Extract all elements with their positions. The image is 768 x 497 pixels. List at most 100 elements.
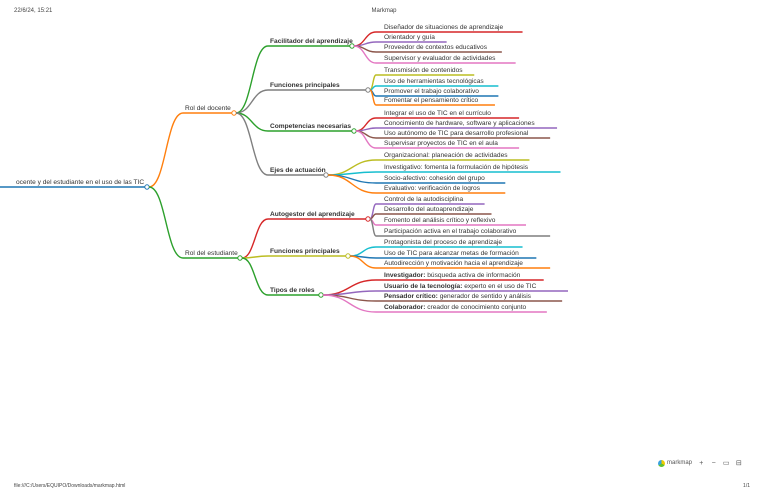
leaf-node[interactable]: Colaborador: creador de conocimiento con… [384, 304, 527, 311]
leaf-link [322, 290, 377, 296]
subtopic-toggle-dot[interactable] [345, 253, 351, 259]
branch-node[interactable]: Rol del estudiante [185, 250, 238, 257]
leaf-node[interactable]: Fomento del análisis crítico y reflexivo [384, 217, 496, 224]
branch-link [148, 186, 184, 259]
print-file-path: file:///C:/Users/EQUIPO/Downloads/markma… [14, 483, 126, 489]
leaf-node[interactable]: Pensador crítico: generador de sentido y… [384, 293, 532, 300]
leaf-node[interactable]: Proveedor de contextos educativos [384, 44, 488, 51]
subtopic-node[interactable]: Autogestor del aprendizaje [270, 211, 355, 218]
subtopic-node[interactable]: Tipos de roles [270, 287, 315, 294]
leaf-link [369, 218, 377, 237]
leaf-node-text: creador de conocimiento conjunto [425, 304, 526, 311]
leaf-node[interactable]: Socio-afectivo: cohesión del grupo [384, 175, 485, 182]
markmap-logo-icon [658, 459, 665, 467]
leaf-node-text: generador de sentido y análisis [438, 293, 532, 300]
leaf-node-text: Fomentar el pensamiento crítico [384, 97, 479, 104]
leaf-node[interactable]: Autodirección y motivación hacia el apre… [384, 260, 523, 267]
leaf-node-text: Integrar el uso de TIC en el currículo [384, 110, 491, 117]
leaf-node[interactable]: Supervisar proyectos de TIC en el aula [384, 140, 498, 147]
leaf-node-text: Proveedor de contextos educativos [384, 44, 488, 51]
leaf-node[interactable]: Investigador: búsqueda activa de informa… [384, 272, 521, 279]
leaf-node[interactable]: Diseñador de situaciones de aprendizaje [384, 24, 503, 31]
leaf-link [349, 255, 377, 269]
leaf-link [369, 89, 377, 106]
leaf-node[interactable]: Fomentar el pensamiento crítico [384, 97, 479, 104]
branch-toggle-dot[interactable] [237, 255, 243, 261]
leaf-node[interactable]: Control de la autodisciplina [384, 196, 464, 203]
leaf-link [327, 174, 377, 194]
branch-node[interactable]: Rol del docente [185, 105, 231, 112]
root-toggle-dot[interactable] [144, 184, 150, 190]
leaf-node-title: Colaborador: [384, 304, 425, 311]
subtopic-toggle-dot[interactable] [318, 292, 324, 298]
leaf-node[interactable]: Uso autónomo de TIC para desarrollo prof… [384, 130, 529, 137]
zoom-out-button[interactable]: − [711, 459, 716, 467]
leaf-node-title: Pensador crítico: [384, 293, 438, 300]
mindmap-root-node[interactable]: ocente y del estudiante en el uso de las… [16, 179, 144, 186]
leaf-node[interactable]: Organizacional: planeación de actividade… [384, 152, 508, 159]
fit-window-button[interactable]: ▭ [722, 460, 730, 467]
markmap-logo[interactable]: markmap [658, 459, 693, 467]
subtopic-toggle-dot[interactable] [351, 128, 357, 134]
subtopic-node[interactable]: Funciones principales [270, 82, 340, 89]
markmap-brand: markmap [667, 460, 693, 466]
zoom-in-button[interactable]: + [699, 459, 704, 467]
leaf-node[interactable]: Supervisor y evaluador de actividades [384, 55, 496, 62]
leaf-node[interactable]: Conocimiento de hardware, software y apl… [384, 120, 535, 127]
leaf-node[interactable]: Evaluativo: verificación de logros [384, 185, 481, 192]
leaf-node-text: Conocimiento de hardware, software y apl… [384, 120, 535, 127]
leaf-node-text: experto en el uso de TIC [462, 283, 536, 290]
leaf-node-text: Orientador y guía [384, 34, 435, 41]
leaf-node-text: búsqueda activa de información [425, 272, 520, 279]
markmap-toolbar: markmap + − ▭ ⊟ [658, 456, 742, 470]
leaf-node-text: Supervisor y evaluador de actividades [384, 55, 496, 62]
toggle-recursive-button[interactable]: ⊟ [735, 460, 742, 467]
leaf-node-title: Investigador: [384, 272, 425, 279]
subtopic-toggle-dot[interactable] [349, 43, 355, 49]
leaf-node[interactable]: Uso de herramientas tecnológicas [384, 78, 484, 85]
leaf-node[interactable]: Promover el trabajo colaborativo [384, 88, 479, 95]
leaf-node-title: Usuario de la tecnología: [384, 283, 462, 290]
leaf-node-text: Desarrollo del autoaprendizaje [384, 206, 474, 213]
leaf-node-text: Diseñador de situaciones de aprendizaje [384, 24, 503, 31]
subtopic-node[interactable]: Ejes de actuación [270, 167, 326, 174]
leaf-node[interactable]: Orientador y guía [384, 34, 435, 41]
leaf-node[interactable]: Protagonista del proceso de aprendizaje [384, 239, 502, 246]
leaf-node[interactable]: Participación activa en el trabajo colab… [384, 228, 517, 235]
leaf-node-text: Protagonista del proceso de aprendizaje [384, 239, 502, 246]
print-page-number: 1/1 [743, 483, 750, 489]
subtopic-toggle-dot[interactable] [323, 172, 329, 178]
print-title: Markmap [371, 8, 397, 14]
leaf-link [355, 130, 377, 149]
subtopic-node[interactable]: Facilitador del aprendizaje [270, 38, 353, 45]
leaf-node-text: Promover el trabajo colaborativo [384, 88, 479, 95]
leaf-node-text: Investigativo: fomenta la formulación de… [384, 164, 529, 171]
subtopic-link [241, 257, 269, 296]
branch-toggle-dot[interactable] [231, 110, 237, 116]
leaf-node[interactable]: Usuario de la tecnología: experto en el … [384, 283, 537, 290]
subtopic-link [235, 112, 269, 176]
subtopic-node[interactable]: Funciones principales [270, 248, 340, 255]
leaf-node[interactable]: Uso de TIC para alcanzar metas de formac… [384, 250, 519, 257]
leaf-node[interactable]: Desarrollo del autoaprendizaje [384, 206, 474, 213]
leaf-link [322, 294, 377, 313]
leaf-node-text: Uso de TIC para alcanzar metas de formac… [384, 250, 519, 257]
subtopic-node[interactable]: Competencias necesarias [270, 123, 351, 130]
leaf-node-text: Control de la autodisciplina [384, 196, 464, 203]
leaf-node-text: Participación activa en el trabajo colab… [384, 228, 517, 235]
leaf-node[interactable]: Transmisión de contenidos [384, 67, 463, 74]
leaf-node[interactable]: Investigativo: fomenta la formulación de… [384, 164, 529, 171]
leaf-node[interactable]: Integrar el uso de TIC en el currículo [384, 110, 491, 117]
leaf-node-text: Autodirección y motivación hacia el apre… [384, 260, 523, 267]
leaf-link [353, 41, 377, 47]
leaf-node-text: Fomento del análisis crítico y reflexivo [384, 217, 496, 224]
subtopic-link [241, 218, 269, 259]
subtopic-link [235, 89, 269, 114]
subtopic-toggle-dot[interactable] [365, 87, 371, 93]
leaf-node-text: Supervisar proyectos de TIC en el aula [384, 140, 498, 147]
leaf-link [355, 127, 377, 132]
subtopic-toggle-dot[interactable] [365, 216, 371, 222]
leaf-node-text: Uso de herramientas tecnológicas [384, 78, 484, 85]
leaf-link [349, 246, 377, 257]
